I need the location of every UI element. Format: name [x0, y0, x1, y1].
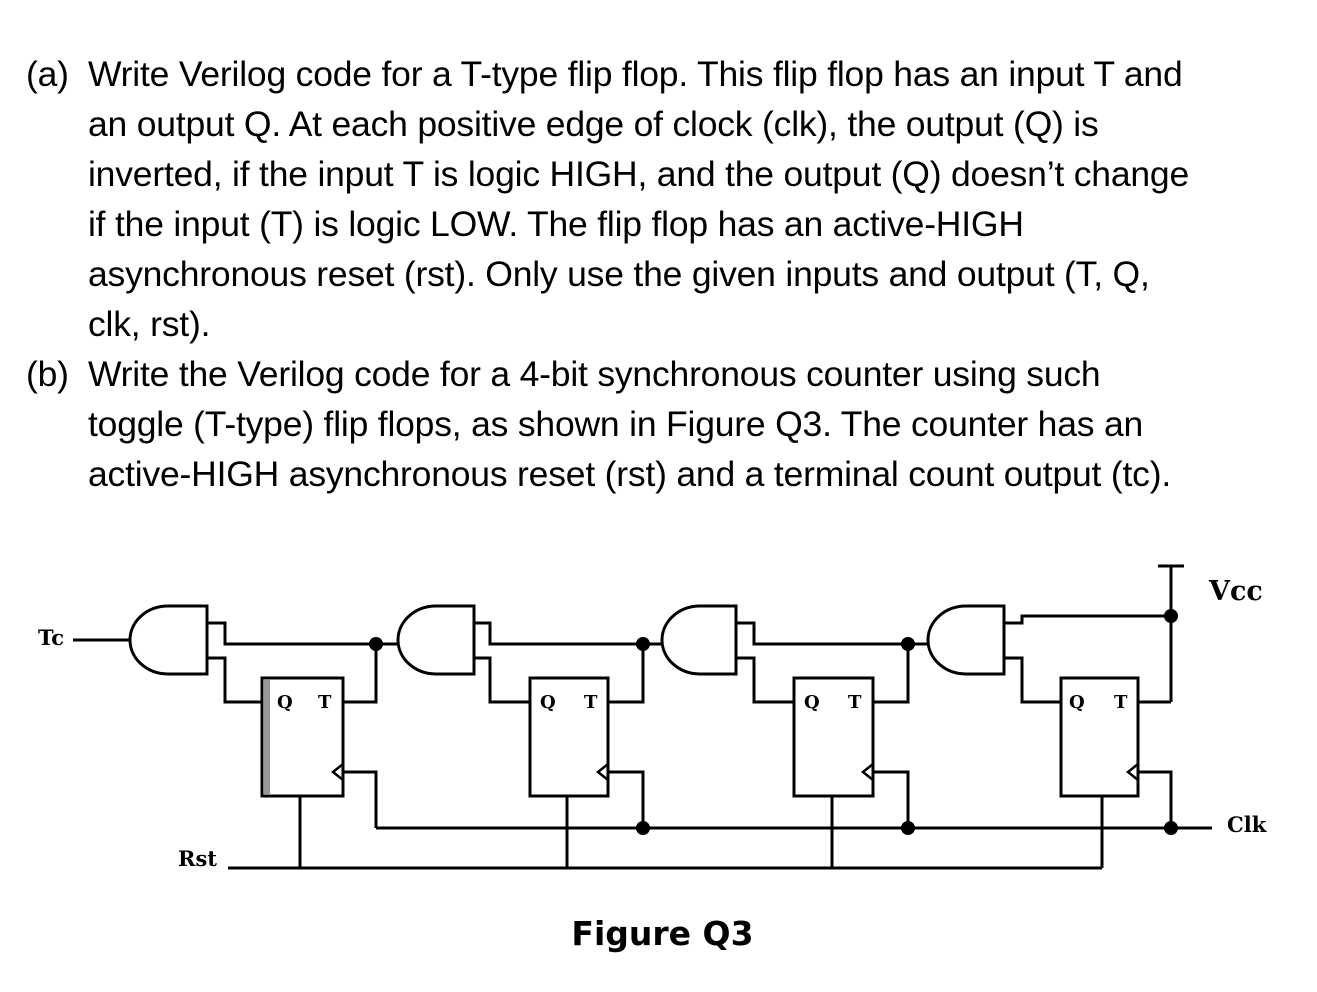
ff3-q-label: Q	[804, 692, 820, 713]
vcc-label: Vcc	[1208, 576, 1263, 607]
gate3-input-wire	[736, 621, 908, 646]
clock-branch-ff1	[343, 770, 378, 828]
junction-dot	[1164, 821, 1178, 835]
ff2-t-label: T	[584, 692, 598, 713]
gate2-q-wire	[474, 656, 530, 704]
and-gate-4	[926, 604, 1006, 676]
wires	[73, 564, 1212, 870]
clock-branch-ff3	[873, 770, 910, 828]
and-gate-2	[396, 604, 476, 676]
gate4-q-wire	[1004, 656, 1061, 704]
gate1-q-wire	[207, 656, 262, 704]
ff1-clock-triangle	[330, 763, 344, 781]
clock-branch-ff2	[608, 770, 645, 828]
ff4-box	[1059, 676, 1140, 798]
ff3-t-wire	[873, 644, 910, 704]
junction-dot	[901, 821, 915, 835]
tc-label: Tc	[38, 625, 64, 650]
junction-dot	[369, 637, 383, 651]
clk-label: Clk	[1227, 812, 1267, 837]
flip-flops: Q T Q T Q T Q T	[260, 676, 1140, 798]
ff3-box	[792, 676, 875, 798]
question-a-line: clk, rst).	[88, 304, 211, 344]
junctions	[369, 609, 1178, 835]
junction-dot	[901, 637, 915, 651]
ff4-q-label: Q	[1069, 692, 1085, 713]
clock-branch-ff4	[1138, 770, 1173, 828]
rst-label: Rst	[178, 846, 217, 871]
t-flip-flop-2: Q T	[528, 676, 610, 798]
ff2-box	[528, 676, 610, 798]
ff4-t-label: T	[1114, 692, 1128, 713]
counter-circuit-diagram: Q T Q T Q T Q T	[38, 564, 1267, 871]
ff1-t-wire	[343, 644, 378, 704]
junction-dot	[636, 637, 650, 651]
question-a-line: if the input (T) is logic LOW. The flip …	[88, 204, 1024, 244]
question-b-line: toggle (T-type) flip flops, as shown in …	[88, 404, 1144, 444]
ff1-t-label: T	[318, 692, 332, 713]
ff2-t-wire	[608, 644, 645, 704]
ff3-clock-triangle	[860, 763, 874, 781]
and-gate-3	[660, 604, 738, 676]
ff4-clock-triangle	[1125, 763, 1139, 781]
question-a-line: asynchronous reset (rst). Only use the g…	[88, 254, 1150, 294]
ff1-shade	[264, 680, 270, 794]
gate2-input-wire	[474, 621, 643, 646]
ff1-box	[260, 676, 345, 798]
question-b-line: active-HIGH asynchronous reset (rst) and…	[88, 454, 1171, 494]
ff2-q-label: Q	[540, 692, 556, 713]
question-a-label: (a)	[26, 54, 69, 94]
question-a-line: an output Q. At each positive edge of cl…	[88, 104, 1099, 144]
ff1-q-label: Q	[277, 692, 293, 713]
gate4-vcc-wire	[1004, 614, 1171, 625]
t-flip-flop-1: Q T	[260, 676, 345, 798]
gate1-input-wire	[207, 621, 376, 646]
junction-dot	[636, 821, 650, 835]
ff2-clock-triangle	[595, 763, 609, 781]
t-flip-flop-3: Q T	[792, 676, 875, 798]
question-b-label: (b)	[26, 354, 69, 394]
and-gates	[128, 604, 1006, 676]
question-a-line: Write Verilog code for a T-type flip flo…	[88, 54, 1183, 94]
question-a-line: inverted, if the input T is logic HIGH, …	[88, 154, 1189, 194]
gate3-q-wire	[736, 656, 794, 704]
figure-caption: Figure Q3	[571, 914, 754, 953]
junction-dot	[1164, 609, 1178, 623]
question-b-line: Write the Verilog code for a 4-bit synch…	[88, 354, 1101, 394]
and-gate-1	[128, 604, 209, 676]
ff3-t-label: T	[848, 692, 862, 713]
t-flip-flop-4: Q T	[1059, 676, 1140, 798]
